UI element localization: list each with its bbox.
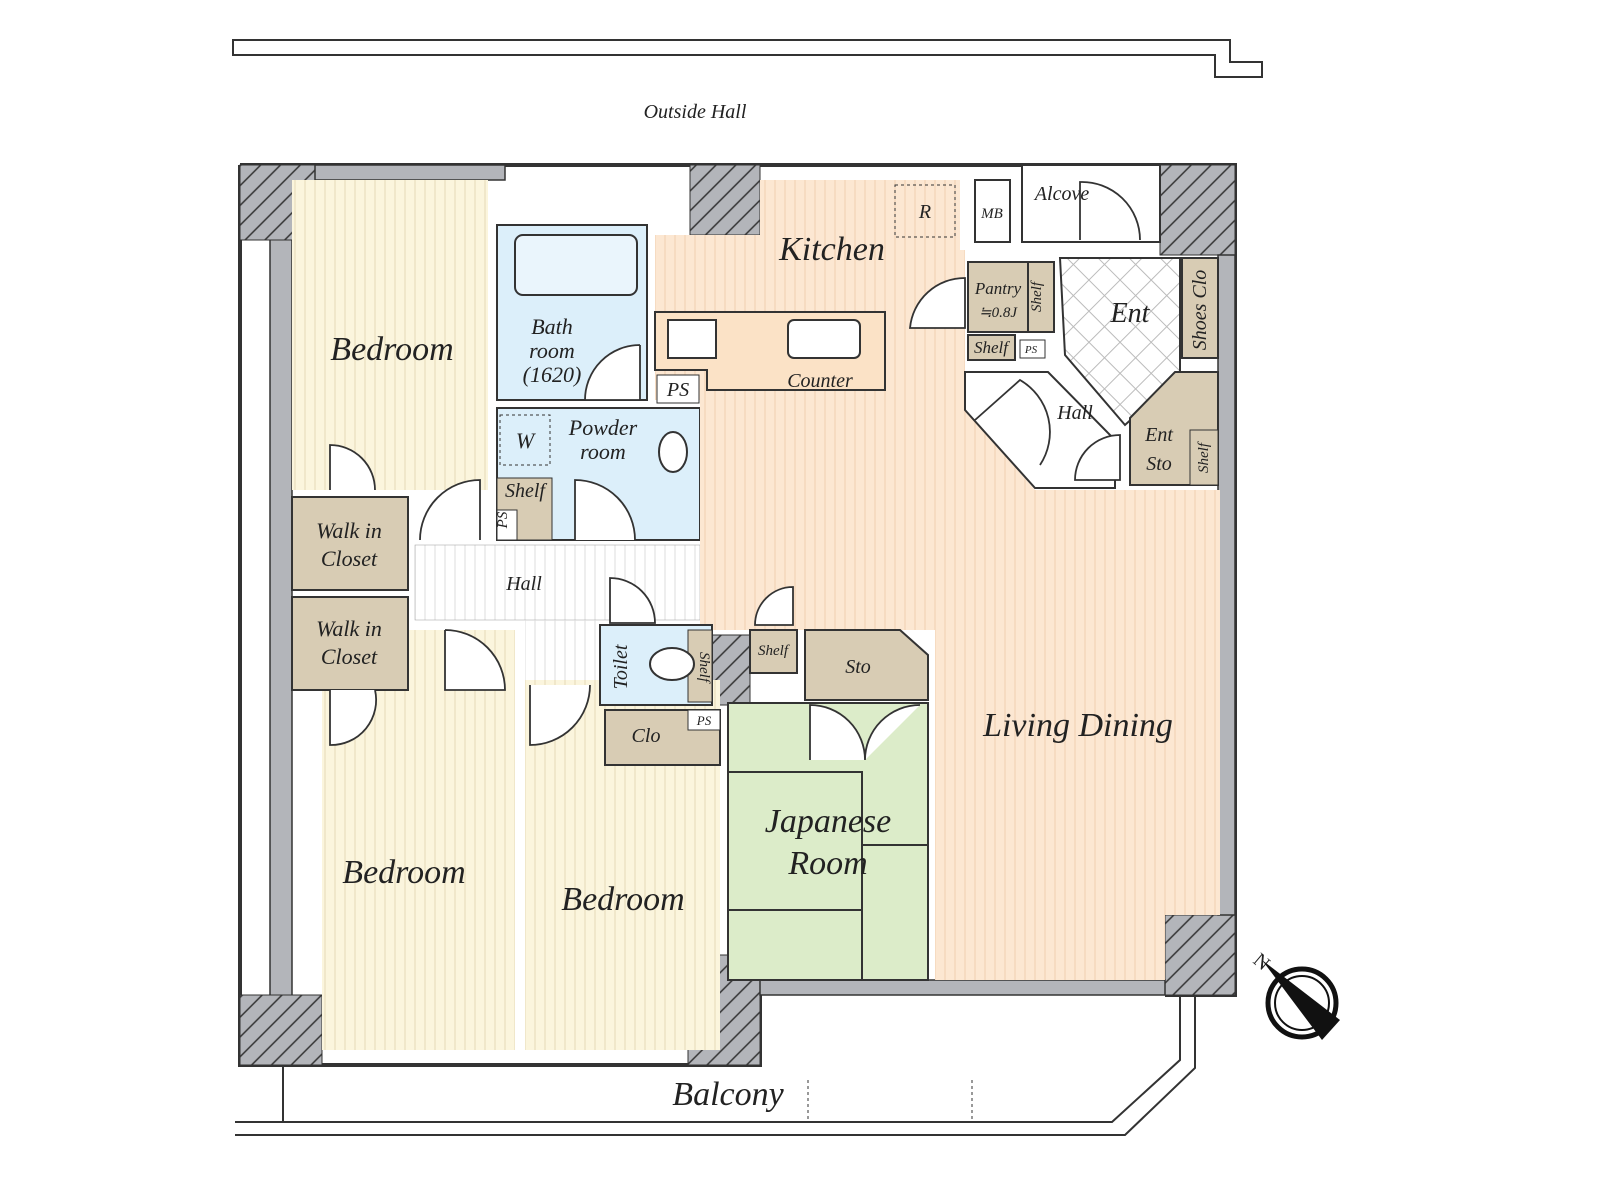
bedroom-1-floor: [292, 180, 488, 490]
door-shelf[interactable]: [754, 586, 794, 626]
label-counter: Counter: [787, 370, 853, 392]
bathtub: [514, 234, 638, 296]
label-washer: W: [516, 428, 536, 453]
room-hall-center: [414, 544, 701, 621]
pantry-shelf: [1027, 261, 1055, 333]
label-shelf-mid: Shelf: [758, 643, 790, 659]
door-powder[interactable]: [574, 479, 636, 541]
wall-right: [1217, 254, 1236, 916]
door-bedroom3[interactable]: [529, 684, 591, 746]
label-wic-2a: Walk in: [316, 616, 382, 641]
label-ps-kitchen: PS: [666, 379, 689, 401]
label-alcove: Alcove: [1033, 183, 1090, 205]
label-bedroom-2: Bedroom: [342, 854, 465, 891]
label-shoes-clo: Shoes Clo: [1189, 270, 1211, 351]
door-hall-ent[interactable]: [974, 378, 1051, 466]
label-japanese-1: Japanese: [765, 803, 892, 840]
room-pantry: [967, 261, 1029, 333]
tatami-lines: [728, 771, 928, 980]
balcony-outline: [235, 995, 1196, 1136]
doors: [329, 181, 1141, 761]
label-ent: Ent: [1110, 298, 1151, 329]
label-bath-3: (1620): [523, 362, 582, 387]
label-mb: MB: [980, 206, 1003, 222]
label-hall-ent: Hall: [1056, 402, 1093, 424]
label-bath-2: room: [529, 338, 575, 363]
label-powder-1: Powder: [568, 415, 638, 440]
label-bedroom-3: Bedroom: [561, 881, 684, 918]
wall-top-bar: [314, 164, 506, 181]
stove-icon: [667, 319, 717, 359]
label-ps-ent: PS: [1024, 344, 1038, 356]
label-pantry-shelf: Shelf: [1029, 280, 1045, 312]
walk-in-closet-1: [291, 496, 409, 591]
hall-center-ext: [525, 620, 600, 680]
door-bedroom2[interactable]: [444, 629, 506, 691]
door-toilet[interactable]: [609, 577, 656, 624]
pillar-top-mid: [689, 164, 761, 236]
ent-sto-shelf: [1189, 429, 1219, 486]
label-toilet: Toilet: [610, 644, 632, 689]
walk-in-closet-2: [291, 596, 409, 691]
door-bedroom1[interactable]: [329, 444, 376, 491]
toilet-icon: [649, 647, 695, 681]
label-refrigerator: R: [918, 201, 931, 223]
door-alcove[interactable]: [1079, 181, 1141, 241]
door-bath[interactable]: [584, 344, 641, 401]
label-powder-2: room: [580, 439, 626, 464]
shelf-mid: [749, 629, 798, 674]
outside-hall-edge: [232, 39, 1263, 78]
label-ps-toilet: PS: [696, 713, 712, 728]
label-hall-center: Hall: [505, 573, 542, 595]
label-clo: Clo: [632, 725, 661, 747]
label-wic-1a: Walk in: [316, 518, 382, 543]
label-kitchen: Kitchen: [778, 231, 885, 268]
label-sto: Sto: [845, 656, 871, 678]
pillar-tr: [1159, 164, 1236, 256]
label-japanese-2: Room: [787, 845, 867, 882]
compass-icon: N: [1249, 949, 1340, 1040]
label-ps-powder: PS: [495, 511, 511, 529]
label-living-dining: Living Dining: [982, 707, 1173, 744]
door-pantry[interactable]: [909, 277, 966, 329]
ps-powder: [496, 509, 518, 541]
door-japanese[interactable]: [809, 704, 921, 761]
refrigerator-space: [894, 184, 956, 238]
balcony-label: Balcony: [672, 1076, 784, 1113]
mb-space: [974, 179, 1011, 243]
wall-bottom-right: [759, 979, 1166, 996]
pillar-bl: [239, 994, 323, 1066]
label-pantry-shelf-2: Shelf: [974, 338, 1010, 357]
kitchen-sink-icon: [787, 319, 861, 359]
label-pantry-2: ≒0.8J: [979, 305, 1018, 321]
label-ent-sto-2: Sto: [1146, 453, 1172, 475]
door-hall[interactable]: [419, 479, 481, 541]
label-ent-sto-shelf: Shelf: [1196, 441, 1212, 473]
label-ent-sto-1: Ent: [1144, 424, 1173, 446]
room-sto: [804, 629, 929, 701]
washer-space: [499, 414, 551, 466]
ps-toilet: [687, 709, 721, 731]
door-wic2[interactable]: [329, 689, 378, 746]
sink-icon: [658, 431, 688, 473]
label-bath-1: Bath: [531, 314, 573, 339]
ps-ent: [1019, 339, 1046, 359]
shoes-closet: [1181, 257, 1219, 359]
label-bedroom-1: Bedroom: [330, 331, 453, 368]
label-wic-2b: Closet: [321, 644, 378, 669]
pantry-shelf-2: [967, 334, 1016, 361]
ps-kitchen: [656, 374, 700, 404]
label-powder-shelf: Shelf: [505, 480, 547, 502]
label-toilet-shelf: Shelf: [696, 652, 712, 684]
label-pantry-1: Pantry: [974, 279, 1022, 298]
door-ent-sto[interactable]: [1074, 434, 1121, 481]
label-wic-1b: Closet: [321, 546, 378, 571]
wall-left: [269, 234, 293, 1001]
compass-north-label: N: [1249, 949, 1274, 975]
outside-hall-label: Outside Hall: [644, 101, 747, 123]
pillar-br: [1164, 914, 1236, 996]
